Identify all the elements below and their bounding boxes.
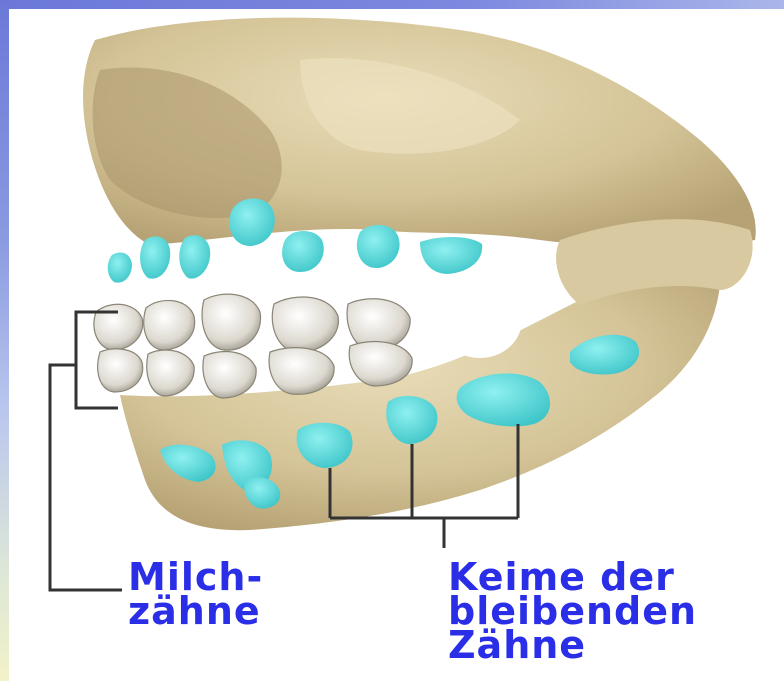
label-permanent-germs: Keime der bleibenden Zähne bbox=[448, 560, 697, 662]
jaw-gap bbox=[438, 282, 522, 358]
label-milk-teeth: Milch- zähne bbox=[128, 560, 263, 628]
milk-teeth-leader bbox=[50, 365, 122, 590]
label-milk-teeth-line2: zähne bbox=[128, 594, 263, 628]
label-germs-line3: Zähne bbox=[448, 628, 697, 662]
